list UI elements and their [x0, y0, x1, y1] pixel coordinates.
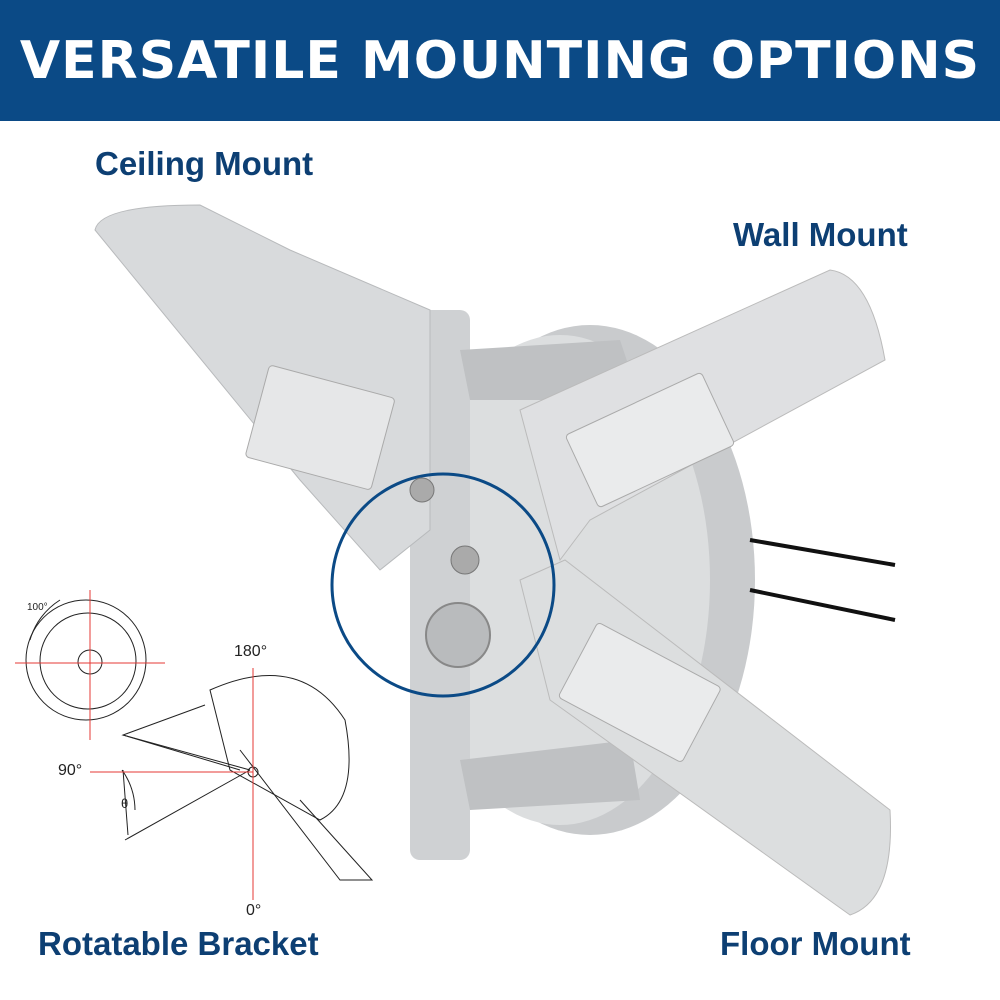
title-banner: VERSATILE MOUNTING OPTIONS: [0, 0, 1000, 121]
pivot-bolt: [425, 602, 491, 668]
theta-label: θ: [121, 796, 129, 811]
angle-0-label: 0°: [246, 902, 262, 919]
pivot-detail-circle: [330, 472, 556, 698]
lock-bolt: [450, 545, 480, 575]
ceiling-bracket-label-plate: [245, 365, 395, 490]
ceiling-mount-label: Ceiling Mount: [95, 145, 314, 182]
angle-90-label: 90°: [58, 762, 83, 779]
banner-title: VERSATILE MOUNTING OPTIONS: [19, 30, 981, 91]
floor-mount-label: Floor Mount: [720, 925, 911, 962]
wall-bracket-label-plate: [565, 372, 735, 508]
angle-100-label: 100°: [27, 602, 48, 613]
rotatable-bracket-label: Rotatable Bracket: [38, 925, 319, 962]
angle-180-label: 180°: [234, 643, 268, 660]
rotation-diagram: [15, 590, 374, 900]
top-bolt: [409, 477, 435, 503]
wall-mount-label: Wall Mount: [733, 216, 908, 253]
ceiling-bracket: [94, 204, 431, 571]
floor-bracket-label-plate: [558, 622, 721, 762]
